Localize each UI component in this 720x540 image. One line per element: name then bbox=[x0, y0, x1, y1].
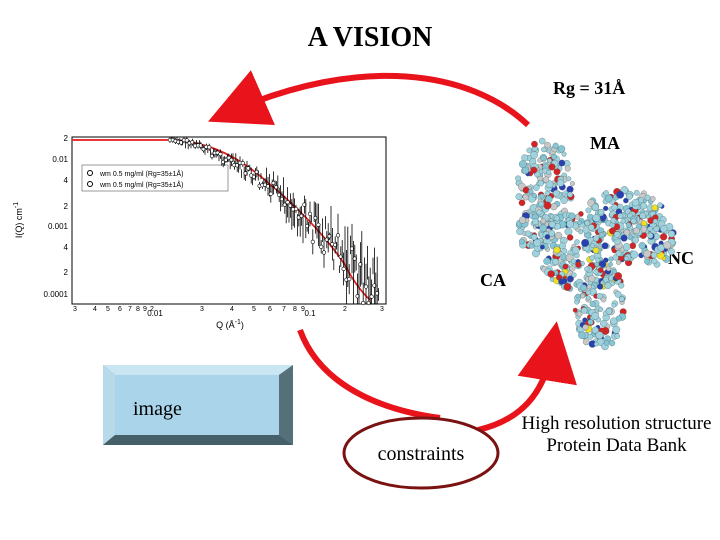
y-tick-major: 0.001 bbox=[48, 222, 69, 231]
data-point bbox=[279, 197, 285, 202]
y-tick-minor: 4 bbox=[64, 243, 69, 252]
hires-line2: Protein Data Bank bbox=[546, 435, 687, 456]
ma-label: MA bbox=[590, 133, 620, 153]
data-point bbox=[288, 203, 293, 208]
y-axis-label: I(Q) cm-1 bbox=[13, 202, 24, 238]
x-tick-minor: 9 bbox=[143, 306, 147, 313]
y-tick-major: 0.01 bbox=[52, 155, 68, 164]
x-tick-minor: 2 bbox=[343, 306, 347, 313]
x-tick-major: 0.01 bbox=[147, 309, 163, 318]
x-tick-minor: 3 bbox=[380, 306, 384, 313]
x-tick-minor: 5 bbox=[106, 306, 110, 313]
x-tick-minor: 6 bbox=[118, 306, 122, 313]
legend-entry: wm 0.5 mg/ml (Rg=35±1Å) bbox=[99, 180, 183, 189]
rg-label: Rg = 31Å bbox=[553, 78, 626, 98]
x-tick-minor: 3 bbox=[73, 306, 77, 313]
data-point bbox=[341, 266, 346, 272]
x-tick-minor: 9 bbox=[301, 306, 305, 313]
data-point bbox=[333, 242, 338, 247]
data-point bbox=[184, 138, 189, 143]
data-point bbox=[321, 250, 327, 255]
data-point bbox=[313, 215, 318, 221]
slide-title: A VISION bbox=[307, 22, 433, 53]
data-point bbox=[243, 171, 248, 176]
data-point bbox=[327, 234, 332, 239]
x-tick-minor: 8 bbox=[293, 306, 297, 313]
constraints-ellipse: constraints bbox=[342, 416, 500, 490]
data-point bbox=[302, 202, 307, 207]
data-point bbox=[201, 147, 206, 152]
legend-entry: wm 0.5 mg/ml (Rg=35±1Å) bbox=[99, 169, 183, 178]
data-point bbox=[347, 277, 352, 282]
x-tick-minor: 7 bbox=[282, 306, 286, 313]
data-point bbox=[316, 222, 321, 227]
x-tick-minor: 2 bbox=[150, 306, 154, 313]
data-point bbox=[226, 155, 231, 160]
data-point bbox=[271, 180, 276, 186]
protein-structure-image bbox=[515, 137, 677, 351]
image-label: image bbox=[133, 398, 182, 420]
data-point bbox=[319, 244, 324, 249]
x-axis-label: Q (Å-1) bbox=[216, 319, 244, 330]
y-tick-major: 0.0001 bbox=[44, 290, 69, 299]
data-point bbox=[223, 157, 229, 162]
x-tick-minor: 4 bbox=[93, 306, 97, 313]
x-tick-minor: 5 bbox=[252, 306, 256, 313]
data-point bbox=[293, 206, 299, 212]
hires-caption: High resolution structure Protein Data B… bbox=[514, 413, 719, 457]
y-tick-minor: 2 bbox=[64, 134, 69, 143]
data-point bbox=[209, 153, 215, 159]
data-point bbox=[277, 192, 282, 197]
x-tick-minor: 3 bbox=[200, 306, 204, 313]
data-point bbox=[310, 239, 315, 244]
constraints-label: constraints bbox=[378, 443, 465, 465]
data-point bbox=[218, 152, 223, 157]
arrow-plot-to-constraints bbox=[297, 328, 441, 421]
data-point bbox=[375, 291, 380, 296]
x-tick-major: 0.1 bbox=[304, 309, 316, 318]
data-points bbox=[167, 137, 380, 306]
data-point bbox=[299, 213, 304, 218]
x-tick-minor: 4 bbox=[230, 306, 234, 313]
data-point bbox=[251, 174, 257, 179]
data-point bbox=[305, 223, 310, 229]
arrow-structure-to-plot bbox=[208, 70, 531, 128]
ca-label: CA bbox=[480, 270, 506, 290]
data-point bbox=[335, 233, 341, 238]
data-point bbox=[265, 184, 271, 189]
y-tick-minor: 4 bbox=[64, 176, 69, 185]
x-tick-minor: 6 bbox=[268, 306, 272, 313]
arrow-constraints-to-structure bbox=[477, 321, 577, 433]
data-point bbox=[349, 246, 355, 251]
data-point bbox=[355, 294, 360, 299]
data-point bbox=[361, 300, 366, 306]
data-point bbox=[240, 160, 245, 166]
data-point bbox=[198, 143, 203, 148]
nc-label: NC bbox=[668, 248, 694, 268]
data-point bbox=[207, 145, 212, 150]
y-tick-minor: 2 bbox=[64, 202, 69, 211]
data-point bbox=[363, 284, 369, 289]
plot-legend: wm 0.5 mg/ml (Rg=35±1Å) wm 0.5 mg/ml (Rg… bbox=[81, 164, 229, 192]
data-point bbox=[229, 157, 234, 162]
data-point bbox=[372, 283, 377, 288]
data-point bbox=[268, 191, 273, 196]
data-point bbox=[369, 294, 374, 299]
image-box: image bbox=[103, 365, 293, 445]
data-point bbox=[285, 200, 290, 205]
y-tick-minor: 2 bbox=[64, 268, 69, 277]
data-point bbox=[307, 211, 313, 216]
x-tick-minor: 8 bbox=[136, 306, 140, 313]
saxs-plot: I(Q) cm-1 Q (Å-1) 0.01 0.001 0.0001 2 4 … bbox=[13, 134, 387, 330]
hires-line1: High resolution structure bbox=[521, 413, 712, 434]
x-tick-minor: 7 bbox=[128, 306, 132, 313]
data-point bbox=[358, 262, 363, 267]
data-point bbox=[274, 185, 279, 190]
